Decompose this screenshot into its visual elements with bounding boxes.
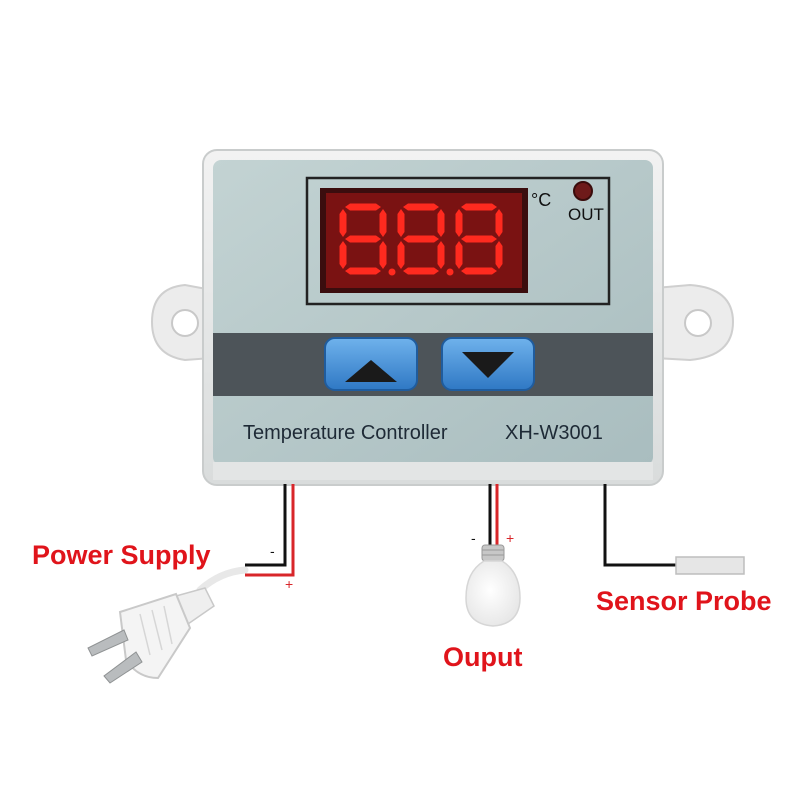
power-supply-label: Power Supply xyxy=(32,540,211,570)
down-button[interactable] xyxy=(441,337,535,391)
out-indicator-led xyxy=(573,181,593,201)
output-label: Ouput xyxy=(443,642,523,672)
model-number: XH-W3001 xyxy=(505,422,603,444)
power-plug-icon xyxy=(87,587,215,684)
digit-1 xyxy=(339,203,396,276)
out-indicator-label: OUT xyxy=(568,205,604,224)
temperature-readout xyxy=(339,203,503,276)
power-wires xyxy=(196,484,295,594)
button-band xyxy=(213,333,653,396)
digit-3 xyxy=(455,203,503,275)
sensor-probe-icon xyxy=(675,556,745,575)
power-negative-mark: - xyxy=(270,543,275,559)
mounting-ear-right xyxy=(654,283,735,362)
output-negative-mark: - xyxy=(471,530,476,546)
product-name: Temperature Controller xyxy=(243,422,448,444)
up-button[interactable] xyxy=(324,337,418,391)
output-wires xyxy=(488,484,499,546)
output-positive-mark: + xyxy=(506,530,515,546)
power-positive-mark: + xyxy=(285,576,294,592)
sensor-probe-label: Sensor Probe xyxy=(596,586,772,616)
triangle-down-icon xyxy=(462,352,514,378)
triangle-up-icon xyxy=(345,360,397,382)
digit-2 xyxy=(397,203,454,276)
light-bulb-icon xyxy=(465,544,521,627)
display-unit: °C xyxy=(531,190,552,210)
mounting-ear-left xyxy=(150,283,213,362)
sensor-wire xyxy=(603,484,678,567)
